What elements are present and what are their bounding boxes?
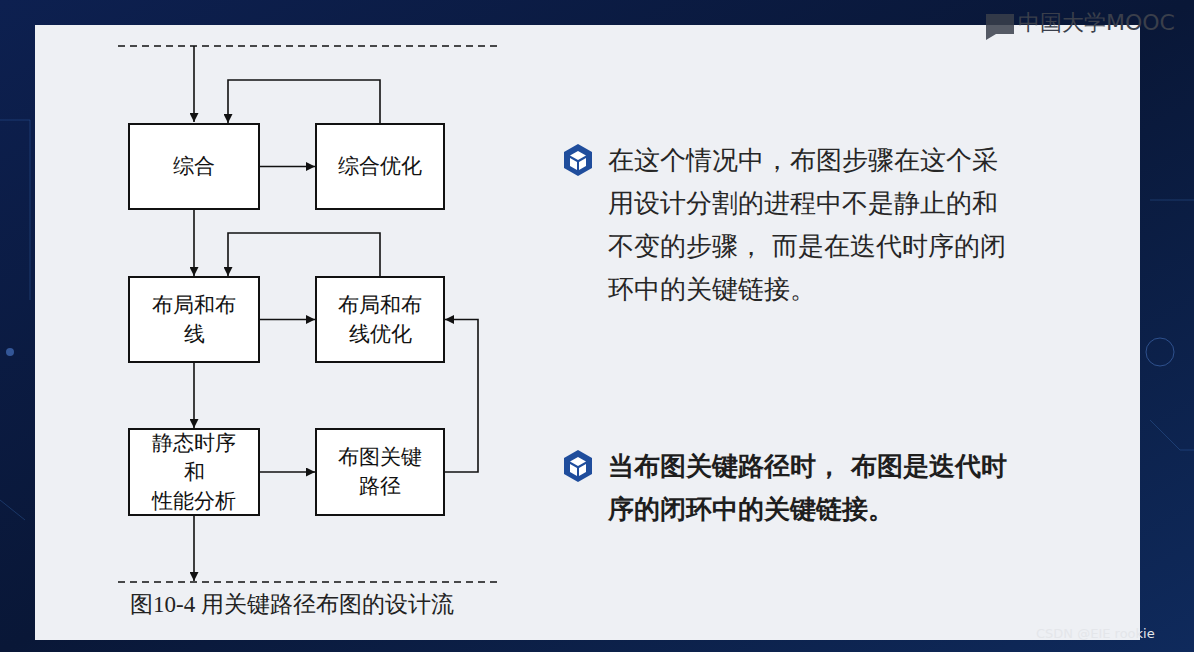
box-label: 布局和布 线 — [146, 291, 242, 349]
box-label: 综合 — [146, 152, 242, 181]
tech-line — [0, 500, 25, 520]
tech-dot — [6, 348, 14, 356]
watermark: CSDN @EIE rookie — [1036, 625, 1194, 643]
flow-arrow — [228, 233, 380, 276]
note-text: 当布图关键路径时， 布图是迭代时 序的闭环中的关键链接。 — [608, 445, 1020, 531]
figure-caption: 图10-4 用关键路径布图的设计流 — [130, 590, 454, 620]
process-box: 布局和布 线 — [128, 276, 260, 363]
process-box: 静态时序 和 性能分析 — [128, 428, 260, 516]
flow-arrow — [260, 166, 315, 168]
bullet-hexagon — [564, 450, 592, 482]
flow-arrow — [260, 319, 315, 321]
box-label: 布图关键 路径 — [332, 443, 428, 501]
watermark: 中国大学MOOC — [1018, 9, 1194, 37]
flow-arrow — [193, 363, 195, 428]
tech-ring — [1146, 338, 1174, 366]
box-label: 静态时序 和 性能分析 — [146, 429, 242, 516]
box-label: 综合优化 — [332, 152, 428, 181]
bullet-hexagon — [564, 144, 592, 176]
bullet-cube — [570, 151, 586, 170]
process-box: 综合优化 — [315, 123, 445, 210]
exit-arrow — [193, 516, 195, 581]
tech-line — [1150, 200, 1194, 201]
process-box: 布局和布 线优化 — [315, 276, 445, 363]
boundary-dashed-line — [118, 581, 500, 583]
logo-mark — [986, 14, 1014, 40]
bullet-icon — [564, 450, 592, 482]
flow-arrow — [193, 210, 195, 276]
tech-line — [0, 120, 30, 300]
note-text: 在这个情况中，布图步骤在这个采 用设计分割的进程中不是静止的和 不变的步骤， 而… — [608, 139, 1020, 311]
content-panel — [35, 25, 1140, 640]
bullet-icon — [564, 144, 592, 176]
flow-arrow — [228, 80, 380, 123]
edge-group — [194, 80, 478, 472]
entry-arrow — [193, 46, 195, 122]
bullet-cube — [570, 457, 586, 476]
process-box: 综合 — [128, 123, 260, 210]
boundary-dashed-line — [118, 45, 500, 47]
box-label: 布局和布 线优化 — [332, 291, 428, 349]
flow-arrow — [260, 471, 315, 473]
tech-line — [1150, 420, 1194, 450]
process-box: 布图关键 路径 — [315, 428, 445, 516]
flow-arrow — [445, 320, 478, 473]
